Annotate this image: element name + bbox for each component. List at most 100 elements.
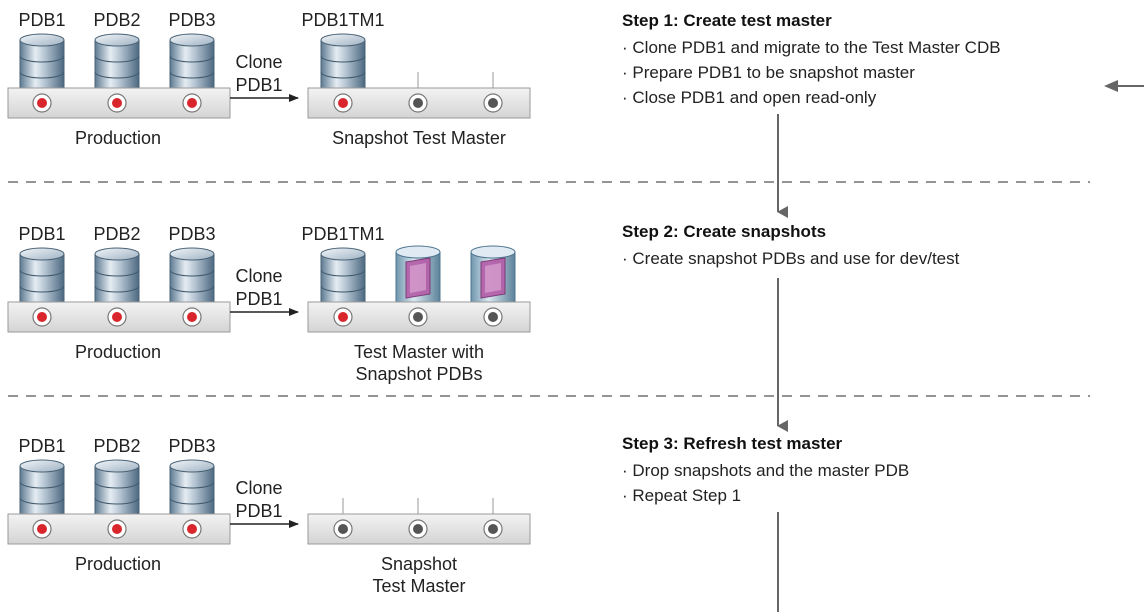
database-band-1 [19,481,65,489]
master-port-1 [333,519,353,539]
database-body [19,465,65,521]
production-label: Production [75,342,161,362]
production-db-1 [19,247,65,309]
database-top [94,459,140,473]
step-2-title: Step 2: Create snapshots [622,222,826,241]
production-db-3 [169,33,215,95]
database-band-2 [320,71,366,79]
master-platform-label-line-1: Test Master with [354,342,484,362]
master-port-1 [333,307,353,327]
step-3-bullet-2: · Repeat Step 1 [622,486,741,505]
pdb-label-2: PDB2 [93,436,140,456]
production-label: Production [75,554,161,574]
database-body [19,253,65,309]
database-band-2 [19,285,65,293]
snapshot-top [395,245,441,259]
master-db [320,33,366,95]
production-port-1 [32,307,52,327]
snapshot-top [470,245,516,259]
database-body [320,39,366,95]
step-1-bullet-2: · Prepare PDB1 to be snapshot master [622,63,915,82]
master-port-3 [483,93,503,113]
production-port-3 [182,519,202,539]
port-dot [112,98,122,108]
production-db-3 [169,247,215,309]
step-1-title: Step 1: Create test master [622,11,832,30]
database-band-1 [169,55,215,63]
database-band-2 [169,497,215,505]
step-1-bullet-1: · Clone PDB1 and migrate to the Test Mas… [622,38,1001,57]
pdb-label-3: PDB3 [168,224,215,244]
production-db-2 [94,33,140,95]
clone-label-line-2: PDB1 [235,75,282,95]
pdb-label-3: PDB3 [168,436,215,456]
port-dot [187,312,197,322]
master-port-1 [333,93,353,113]
database-band-1 [169,269,215,277]
port-dot [112,524,122,534]
database-top [320,247,366,261]
database-body [94,253,140,309]
database-band-2 [94,71,140,79]
database-top [169,247,215,261]
database-band-1 [320,55,366,63]
pdb-label-2: PDB2 [93,224,140,244]
port-dot [338,524,348,534]
production-label: Production [75,128,161,148]
pdb-label-1: PDB1 [18,436,65,456]
database-band-1 [19,269,65,277]
pdb-label-2: PDB2 [93,10,140,30]
database-band-1 [94,269,140,277]
database-band-1 [169,481,215,489]
port-dot [488,98,498,108]
database-top [19,33,65,47]
database-body [19,39,65,95]
database-band-2 [94,497,140,505]
master-port-2 [408,307,428,327]
database-band-2 [169,285,215,293]
port-dot [488,524,498,534]
database-band-2 [169,71,215,79]
database-band-2 [19,497,65,505]
production-port-2 [107,307,127,327]
production-port-3 [182,93,202,113]
pdb-label-1: PDB1 [18,10,65,30]
step-1-text: Step 1: Create test master · Clone PDB1 … [622,11,1001,107]
master-platform-label-line-2: Snapshot PDBs [355,364,482,384]
production-db-1 [19,459,65,521]
database-top [94,33,140,47]
master-platform-label-line-1: Snapshot Test Master [332,128,506,148]
database-body [169,253,215,309]
database-body [169,39,215,95]
production-db-3 [169,459,215,521]
database-band-1 [94,481,140,489]
clone-label-line-2: PDB1 [235,501,282,521]
pdb-label-1: PDB1 [18,224,65,244]
master-platform-label-line-1: Snapshot [381,554,457,574]
database-body [320,253,366,309]
port-dot [338,98,348,108]
step-1-bullet-3: · Close PDB1 and open read-only [622,88,877,107]
port-dot [187,524,197,534]
clone-label-line-1: Clone [235,52,282,72]
master-port-3 [483,307,503,327]
port-dot [37,98,47,108]
production-port-3 [182,307,202,327]
database-top [19,459,65,473]
snapshot-pdb-2 [470,245,516,311]
clone-label-line-1: Clone [235,478,282,498]
snapshot-pdb-1 [395,245,441,311]
step-2-bullet-1: · Create snapshot PDBs and use for dev/t… [622,249,960,268]
production-db-2 [94,459,140,521]
step-3-title: Step 3: Refresh test master [622,434,843,453]
snapshot-sheet-highlight [485,263,501,293]
database-body [94,465,140,521]
step-3-text: Step 3: Refresh test master · Drop snaps… [622,434,909,505]
database-band-1 [19,55,65,63]
database-band-1 [320,269,366,277]
port-dot [37,524,47,534]
pdb-label-3: PDB3 [168,10,215,30]
master-port-2 [408,519,428,539]
